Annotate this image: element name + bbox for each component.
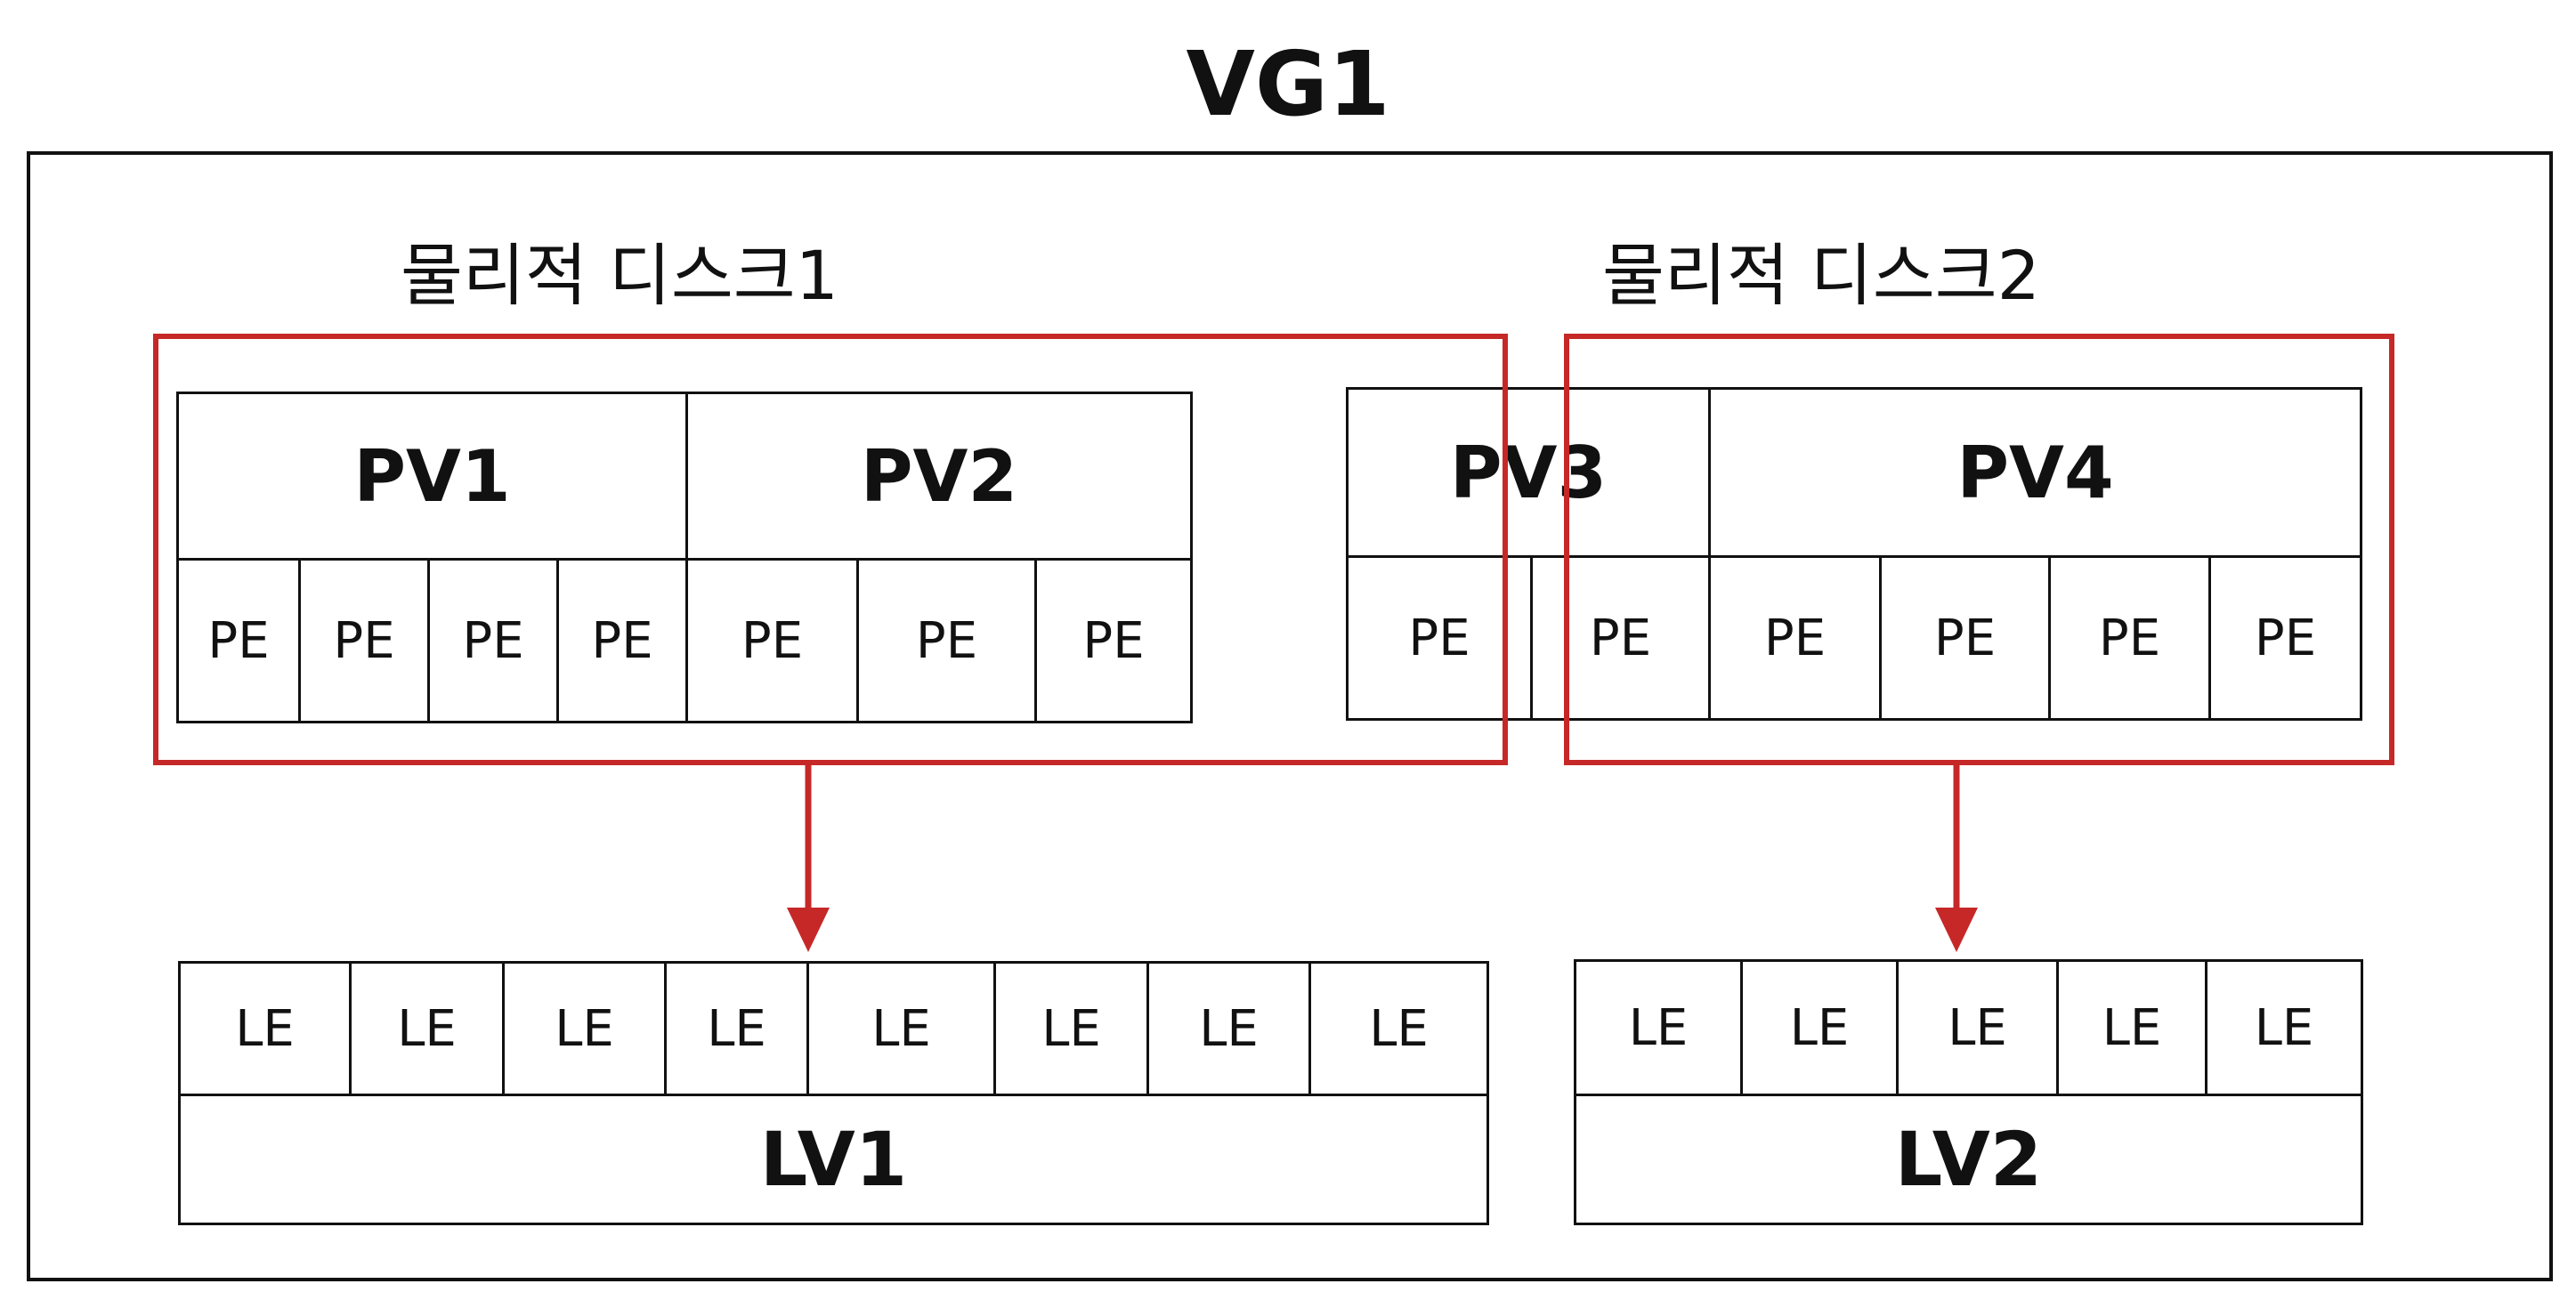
volume-group-box <box>27 151 2553 1281</box>
pv4-pe-1: PE <box>1708 555 1882 721</box>
disk-1-outline <box>153 334 1508 765</box>
pv1-pe-1: PE <box>176 558 301 723</box>
disk-2-to-lv2-arrow <box>1935 765 1978 952</box>
disk-2-outline <box>1564 334 2394 765</box>
pv2-pe-3: PE <box>1034 558 1193 723</box>
pv3-pe-2: PE <box>1530 555 1711 721</box>
pv4-pe-3: PE <box>2048 555 2211 721</box>
lv1-footer: LV1 <box>178 1094 1489 1225</box>
disk-1-to-lv1-arrow <box>787 765 830 952</box>
vg-title: VG1 <box>1186 32 1390 136</box>
disk-2-label: 물리적 디스크2 <box>1602 236 2041 315</box>
pv4-pe-4: PE <box>2208 555 2362 721</box>
lv1-le-8: LE <box>1308 961 1489 1096</box>
pv3-header: PV3 <box>1346 387 1711 558</box>
disk-1-label: 물리적 디스크1 <box>401 236 839 315</box>
pv1-pe-3: PE <box>427 558 559 723</box>
lv2-footer: LV2 <box>1574 1094 2363 1225</box>
